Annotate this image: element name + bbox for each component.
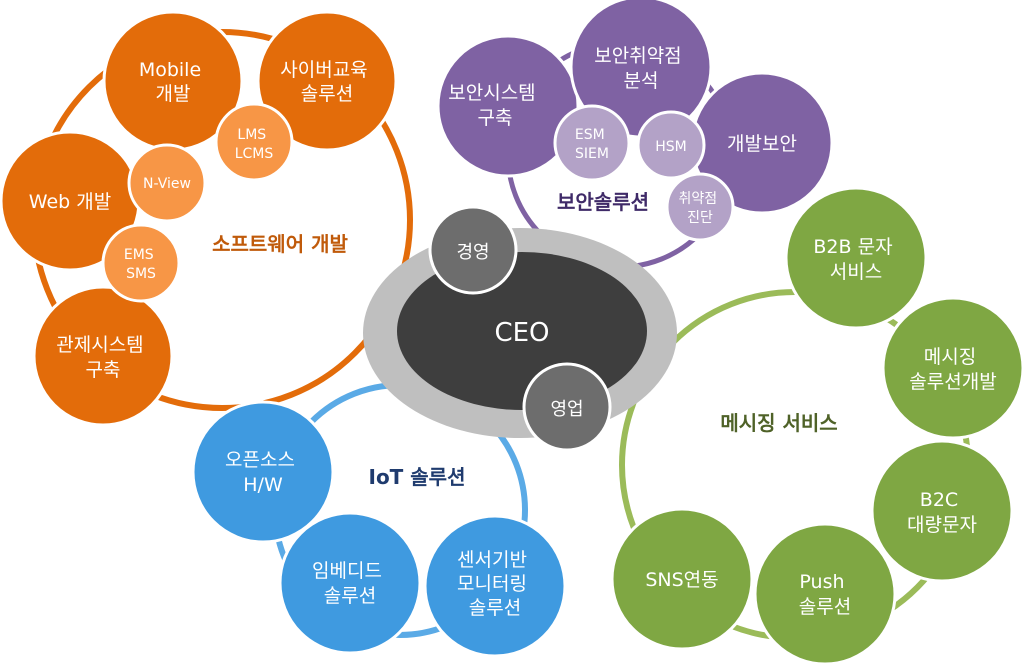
b2b-bubble [784, 186, 928, 330]
push-label: Push 솔루션 [799, 571, 851, 618]
sales-label: 영업 [550, 399, 583, 420]
vuln-analysis-label: 보안취약점 분석 [594, 45, 687, 92]
mobile-label: Mobile 개발 [139, 59, 207, 105]
sns-label: SNS연동 [645, 569, 718, 591]
ems-bubble [101, 223, 181, 303]
nview-bubble [127, 143, 207, 223]
dev-security-label: 개발보안 [727, 133, 797, 155]
embedded-bubble [278, 511, 422, 655]
security-title: 보안솔루션 [557, 190, 649, 214]
messaging-title: 메시징 서비스 [720, 411, 837, 435]
embedded-label: 임베디드 솔루션 [312, 560, 388, 607]
ceo-label: CEO [494, 318, 549, 348]
msg-dev-bubble [881, 296, 1024, 440]
sales-bubble [522, 362, 612, 452]
security-system-bubble [436, 34, 580, 178]
nview-label: N-View [143, 176, 191, 192]
opensource-label: 오픈소스 H/W [225, 449, 301, 496]
esm-label: ESM SIEM [575, 127, 609, 162]
push-bubble [753, 522, 897, 663]
b2c-bubble [870, 439, 1014, 583]
software-title: 소프트웨어 개발 [212, 232, 348, 256]
ems-label: EMS SMS [124, 247, 158, 282]
esm-bubble [553, 104, 631, 182]
lms-label: LMS LCMS [235, 127, 274, 162]
b2c-label: B2C 대량문자 [907, 489, 977, 536]
vuln-diag-label: 취약점 진단 [678, 191, 721, 226]
vuln-diag-bubble [665, 172, 735, 242]
web-label: Web 개발 [29, 191, 111, 213]
iot-title: IoT 솔루션 [369, 465, 466, 489]
sns-bubble [610, 507, 754, 651]
msg-dev-label: 메시징 솔루션개발 [909, 346, 996, 393]
hsm-label: HSM [655, 139, 687, 155]
b2b-label: B2B 문자 서비스 [813, 236, 898, 283]
control-label: 관제시스템 구축 [56, 334, 149, 381]
security-system-label: 보안시스템 구축 [448, 82, 541, 129]
sensor-label: 센서기반 모니터링 솔루션 [457, 549, 533, 619]
control-bubble [32, 285, 174, 427]
opensource-bubble [191, 400, 335, 544]
hsm-bubble [636, 110, 706, 180]
cyber-edu-label: 사이버교육 솔루션 [280, 59, 373, 105]
management-bubble [428, 205, 518, 295]
cyber-edu-bubble [256, 10, 398, 152]
sensor-bubble [423, 514, 567, 658]
lms-bubble [214, 102, 294, 182]
management-label: 경영 [456, 242, 489, 263]
